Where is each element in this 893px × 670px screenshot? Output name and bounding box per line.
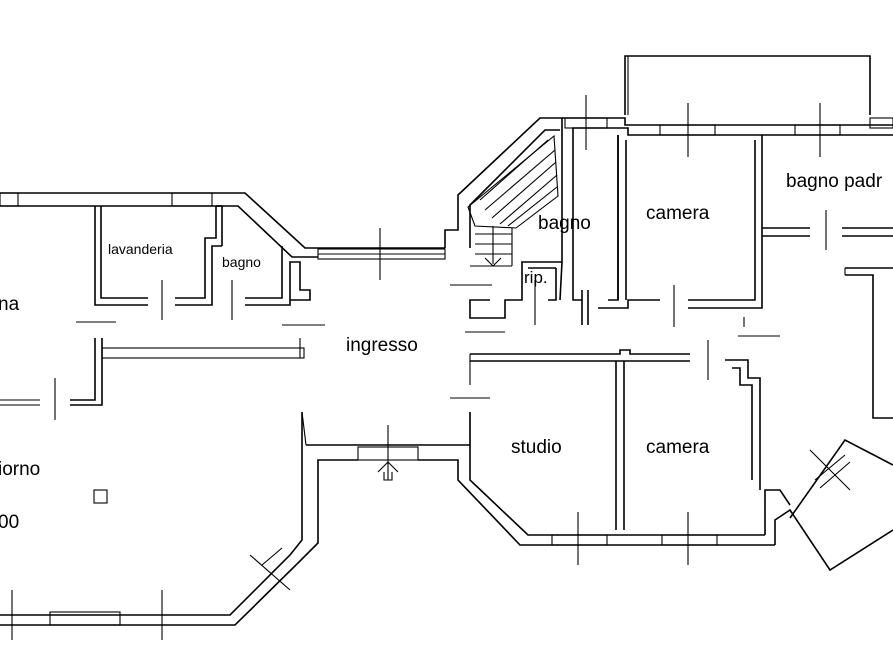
perimeter-walls [0,55,893,640]
interior-walls [0,125,893,530]
room-label-rip: rip. [524,268,548,287]
room-label-bagno-padronale: bagno padr [786,171,883,192]
room-label-bagno: bagno [538,213,591,234]
room-label-lavanderia: lavanderia [108,241,173,257]
room-label-soggiorno-height: 00 [0,512,19,533]
room-label-camera-top: camera [646,203,710,224]
room-label-ingresso: ingresso [346,335,418,356]
room-label-soggiorno: iorno [0,459,40,480]
room-label-studio: studio [511,437,562,458]
room-label-bagno-small: bagno [222,254,261,270]
room-label-camera-bottom: camera [646,437,710,458]
room-labels: na lavanderia bagno ingresso bagno rip. … [0,171,883,533]
room-label-cucina: na [0,294,20,315]
